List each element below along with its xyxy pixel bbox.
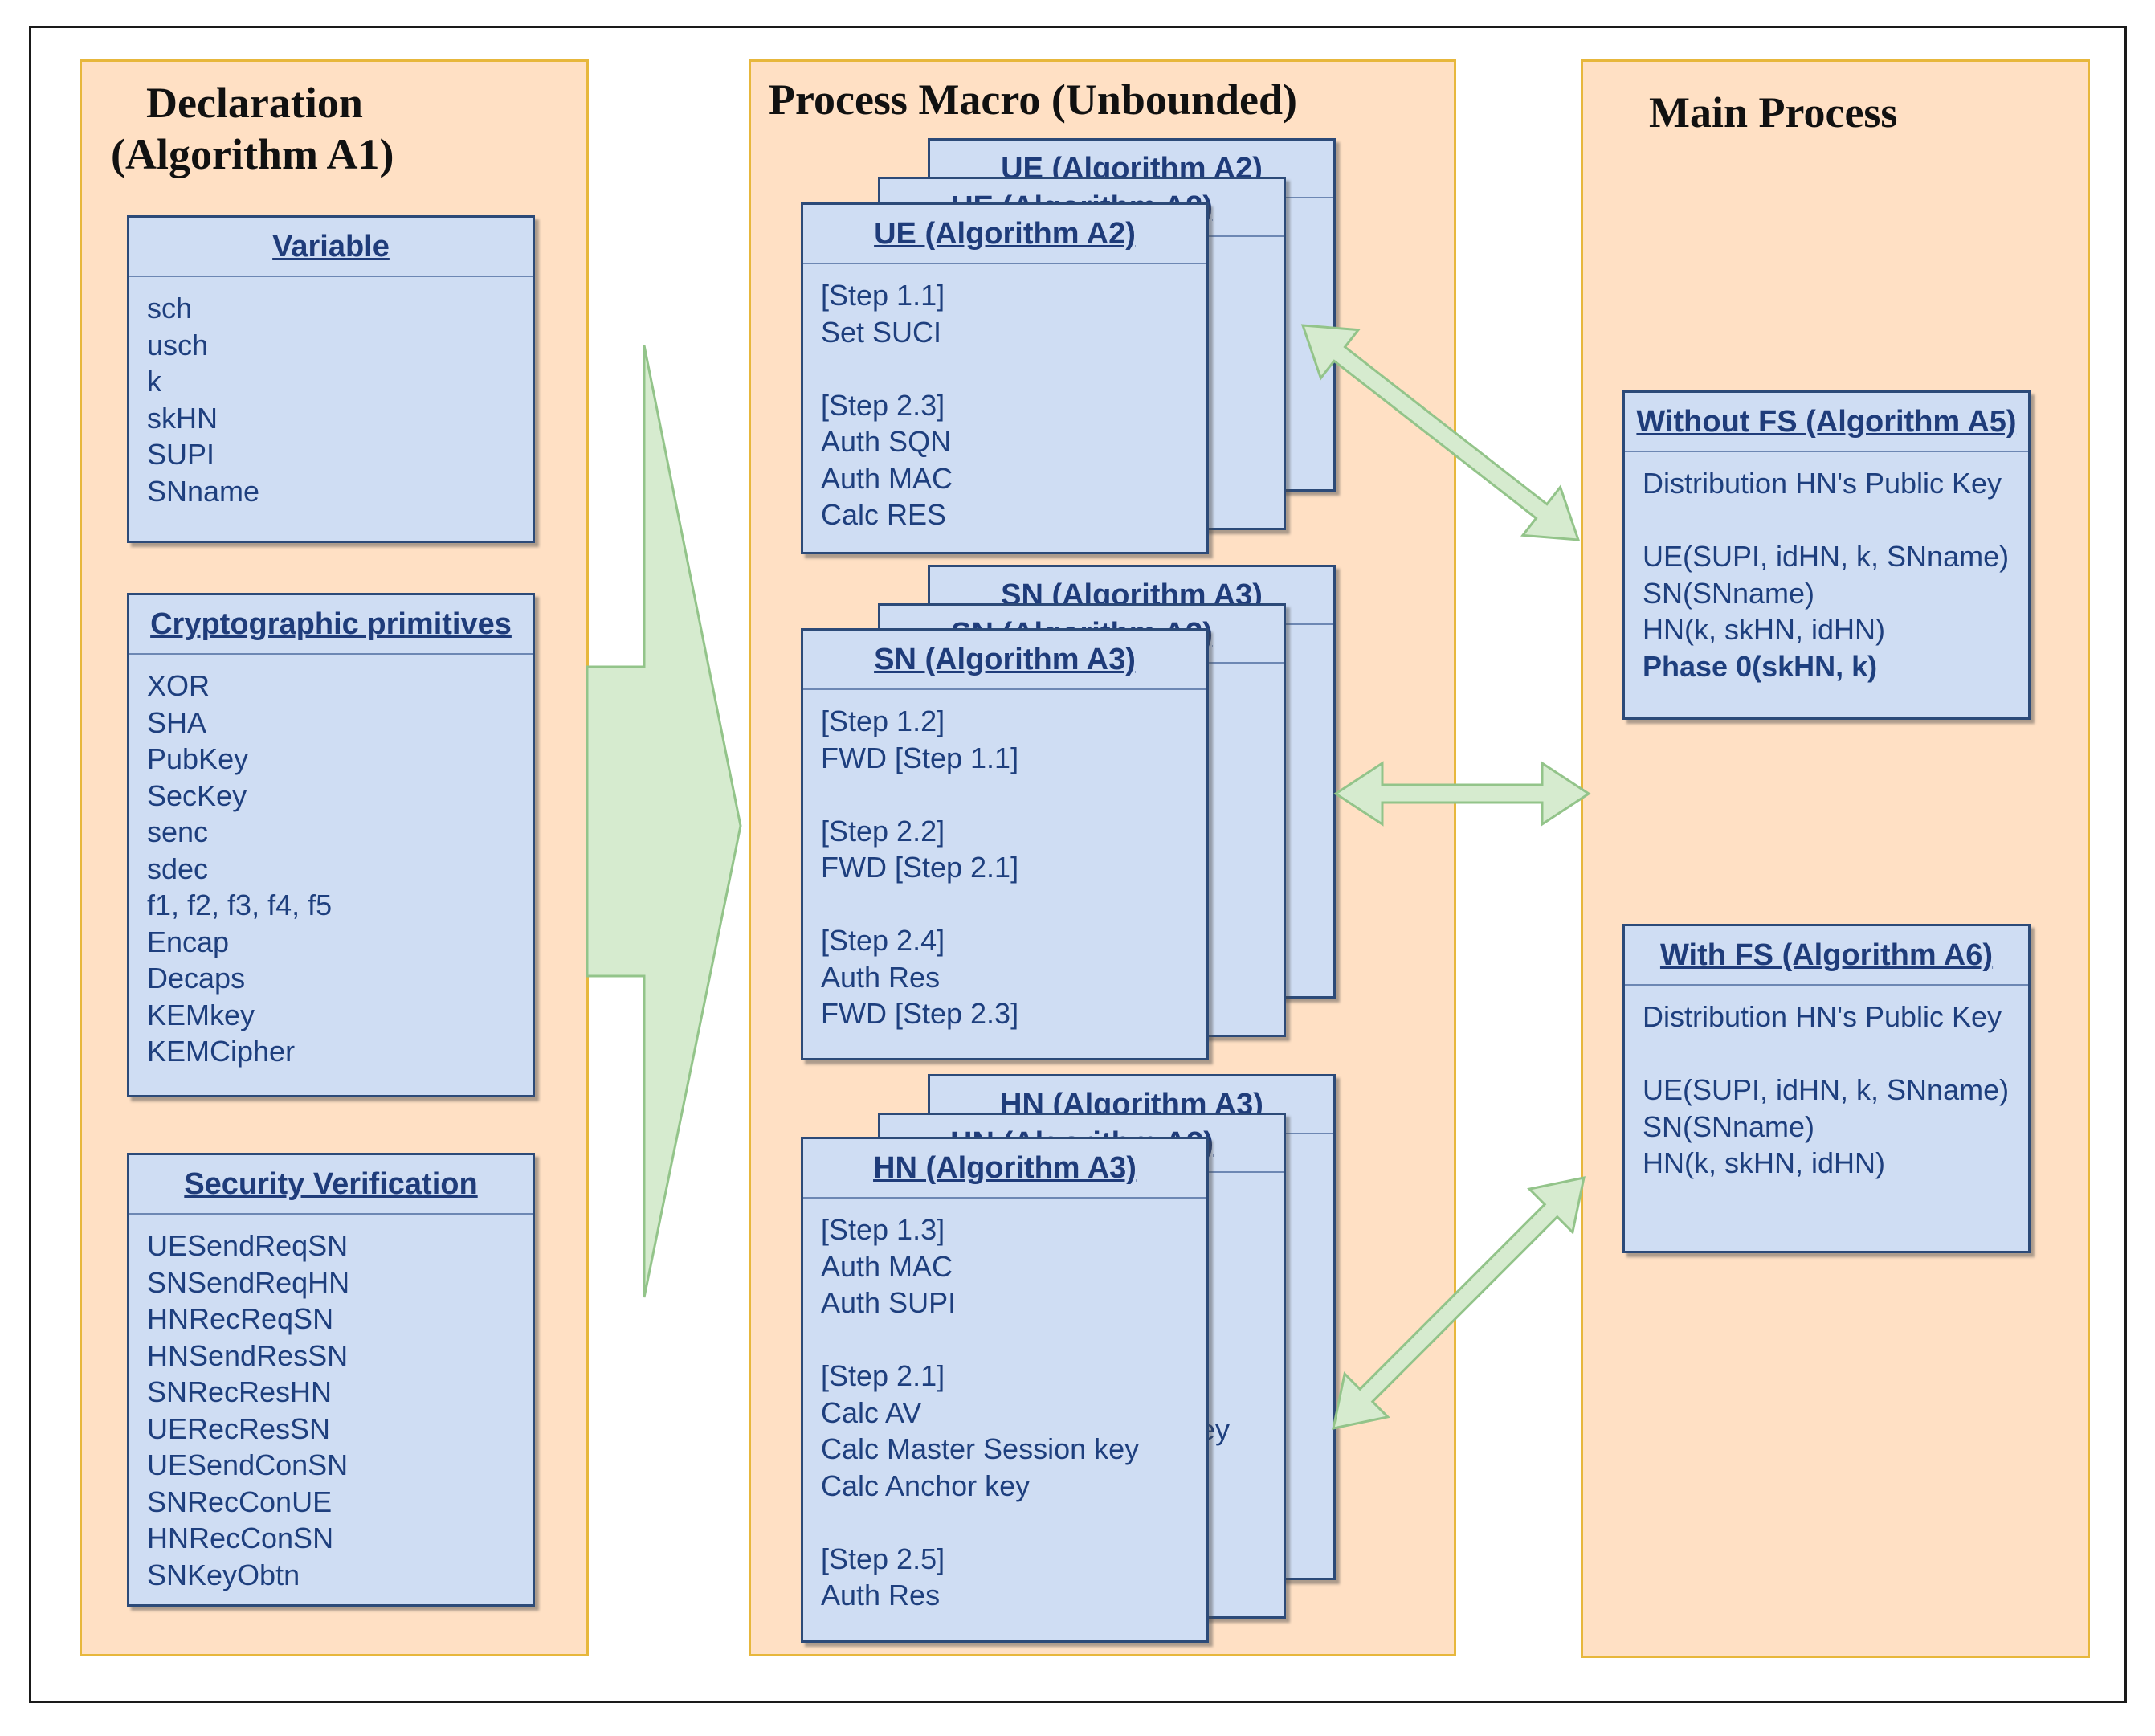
verification-line: SNSendReqHN: [147, 1265, 350, 1299]
variable-box-body: sch usch k skHN SUPI SNname: [129, 277, 533, 509]
hn-step-line: Auth Res: [821, 1579, 941, 1611]
with-fs-header: With FS (Algorithm A6): [1659, 937, 1994, 972]
with-fs-line: [1643, 1035, 2028, 1072]
outer-frame: [29, 26, 2127, 1703]
security-verification-header: Security Verification: [184, 1166, 478, 1201]
with-fs-line: SN(SNname): [1643, 1109, 1815, 1143]
ue-step-line: Set SUCI: [821, 315, 942, 349]
verification-line: UESendReqSN: [147, 1229, 349, 1262]
primitive-line: XOR: [147, 669, 210, 702]
big-flow-arrow: [586, 345, 742, 1298]
declaration-title-line1: Declaration: [146, 79, 363, 127]
primitive-line: SecKey: [147, 778, 247, 812]
primitive-line: sdec: [147, 852, 209, 885]
sn-step-line: [Step 2.2]: [821, 814, 945, 848]
ue-step-line: Auth MAC: [821, 461, 953, 495]
sn-step-line: [Step 2.4]: [821, 924, 945, 957]
hn-card: HN (Algorithm A3) [Step 1.3] Auth MAC Au…: [801, 1137, 1209, 1643]
without-fs-line: HN(k, skHN, idHN): [1643, 613, 1885, 646]
with-fs-line: UE(SUPI, idHN, k, SNname): [1643, 1073, 2010, 1106]
primitive-line: SHA: [147, 705, 207, 739]
hn-step-line: Calc AV: [821, 1395, 922, 1429]
without-fs-header: Without FS (Algorithm A5): [1636, 404, 2017, 439]
ue-step-line: [Step 2.3]: [821, 388, 945, 422]
hn-card-body: [Step 1.3] Auth MAC Auth SUPI [Step 2.1]…: [803, 1199, 1206, 1614]
ue-card: UE (Algorithm A2) [Step 1.1] Set SUCI [S…: [801, 202, 1209, 554]
sn-card-body: [Step 1.2] FWD [Step 1.1] [Step 2.2] FWD…: [803, 690, 1206, 1032]
sn-card: SN (Algorithm A3) [Step 1.2] FWD [Step 1…: [801, 628, 1209, 1060]
hn-step-line: Calc Master Session key: [821, 1432, 1140, 1465]
variable-line: k: [147, 365, 161, 398]
variable-line: SNname: [147, 474, 260, 508]
crypto-primitives-body: XOR SHA PubKey SecKey senc sdec f1, f2, …: [129, 655, 533, 1070]
process-macro-title: Process Macro (Unbounded): [769, 76, 1297, 124]
with-fs-body: Distribution HN's Public Key UE(SUPI, id…: [1625, 986, 2028, 1182]
crypto-primitives-box: Cryptographic primitives XOR SHA PubKey …: [127, 593, 535, 1097]
sn-step-line: FWD [Step 2.1]: [821, 851, 1019, 884]
declaration-title-line2: (Algorithm A1): [111, 130, 394, 178]
variable-box: Variable sch usch k skHN SUPI SNname: [127, 215, 535, 543]
main-process-title: Main Process: [1649, 88, 1898, 137]
sn-step-line: FWD [Step 1.1]: [821, 741, 1019, 774]
crypto-primitives-header: Cryptographic primitives: [150, 607, 512, 641]
ue-step-line: [Step 1.1]: [821, 279, 945, 312]
verification-line: SNKeyObtn: [147, 1558, 300, 1591]
primitive-line: KEMkey: [147, 998, 255, 1031]
without-fs-body: Distribution HN's Public Key UE(SUPI, id…: [1625, 452, 2028, 684]
verification-line: UESendConSN: [147, 1448, 349, 1481]
without-fs-line: [1643, 502, 2028, 539]
sn-card-header: SN (Algorithm A3): [874, 642, 1136, 676]
verification-line: UERecResSN: [147, 1411, 331, 1445]
with-fs-box: With FS (Algorithm A6) Distribution HN's…: [1622, 924, 2031, 1253]
sn-step-line: [821, 886, 1206, 923]
hn-step-line: Calc Anchor key: [821, 1468, 1031, 1502]
primitive-line: Encap: [147, 925, 230, 958]
variable-line: usch: [147, 328, 209, 361]
verification-line: HNRecReqSN: [147, 1302, 334, 1335]
variable-box-header: Variable: [272, 229, 390, 263]
hn-step-line: [Step 2.5]: [821, 1542, 945, 1575]
sn-step-line: Auth Res: [821, 960, 941, 994]
sn-step-line: FWD [Step 2.3]: [821, 997, 1019, 1030]
ue-step-line: Calc RES: [821, 498, 947, 531]
security-verification-body: UESendReqSN SNSendReqHN HNRecReqSN HNSen…: [129, 1215, 533, 1593]
primitive-line: PubKey: [147, 742, 249, 775]
ue-step-line: [821, 350, 1206, 387]
verification-line: SNRecConUE: [147, 1485, 333, 1518]
with-fs-line: HN(k, skHN, idHN): [1643, 1146, 1885, 1179]
hn-step-line: Auth SUPI: [821, 1286, 957, 1319]
ue-card-body: [Step 1.1] Set SUCI [Step 2.3] Auth SQN …: [803, 264, 1206, 533]
hn-step-line: [Step 1.3]: [821, 1213, 945, 1246]
verification-line: HNSendResSN: [147, 1338, 349, 1372]
ue-card-header: UE (Algorithm A2): [874, 216, 1136, 251]
variable-line: sch: [147, 292, 193, 325]
with-fs-line: Distribution HN's Public Key: [1643, 1000, 2002, 1033]
without-fs-phase-line: Phase 0(skHN, k): [1643, 649, 1878, 683]
security-verification-box: Security Verification UESendReqSN SNSend…: [127, 1153, 535, 1607]
without-fs-line: Distribution HN's Public Key: [1643, 467, 2002, 500]
without-fs-box: Without FS (Algorithm A5) Distribution H…: [1622, 390, 2031, 720]
hn-step-line: [821, 1321, 1206, 1358]
hn-card-header: HN (Algorithm A3): [873, 1150, 1137, 1185]
verification-line: HNRecConSN: [147, 1522, 334, 1554]
primitive-line: KEMCipher: [147, 1035, 296, 1068]
primitive-line: Decaps: [147, 962, 246, 995]
sn-step-line: [Step 1.2]: [821, 705, 945, 737]
variable-line: skHN: [147, 401, 218, 435]
main-process-column: [1581, 59, 2090, 1658]
without-fs-line: SN(SNname): [1643, 576, 1815, 610]
hn-step-line: [821, 1504, 1206, 1541]
hn-step-line: [Step 2.1]: [821, 1359, 945, 1392]
hn-step-line: Auth MAC: [821, 1249, 953, 1283]
primitive-line: f1, f2, f3, f4, f5: [147, 888, 333, 921]
without-fs-line: UE(SUPI, idHN, k, SNname): [1643, 540, 2010, 573]
ue-step-line: Auth SQN: [821, 425, 952, 458]
sn-step-line: [821, 776, 1206, 813]
variable-line: SUPI: [147, 438, 215, 471]
primitive-line: senc: [147, 815, 209, 848]
verification-line: SNRecResHN: [147, 1375, 333, 1408]
